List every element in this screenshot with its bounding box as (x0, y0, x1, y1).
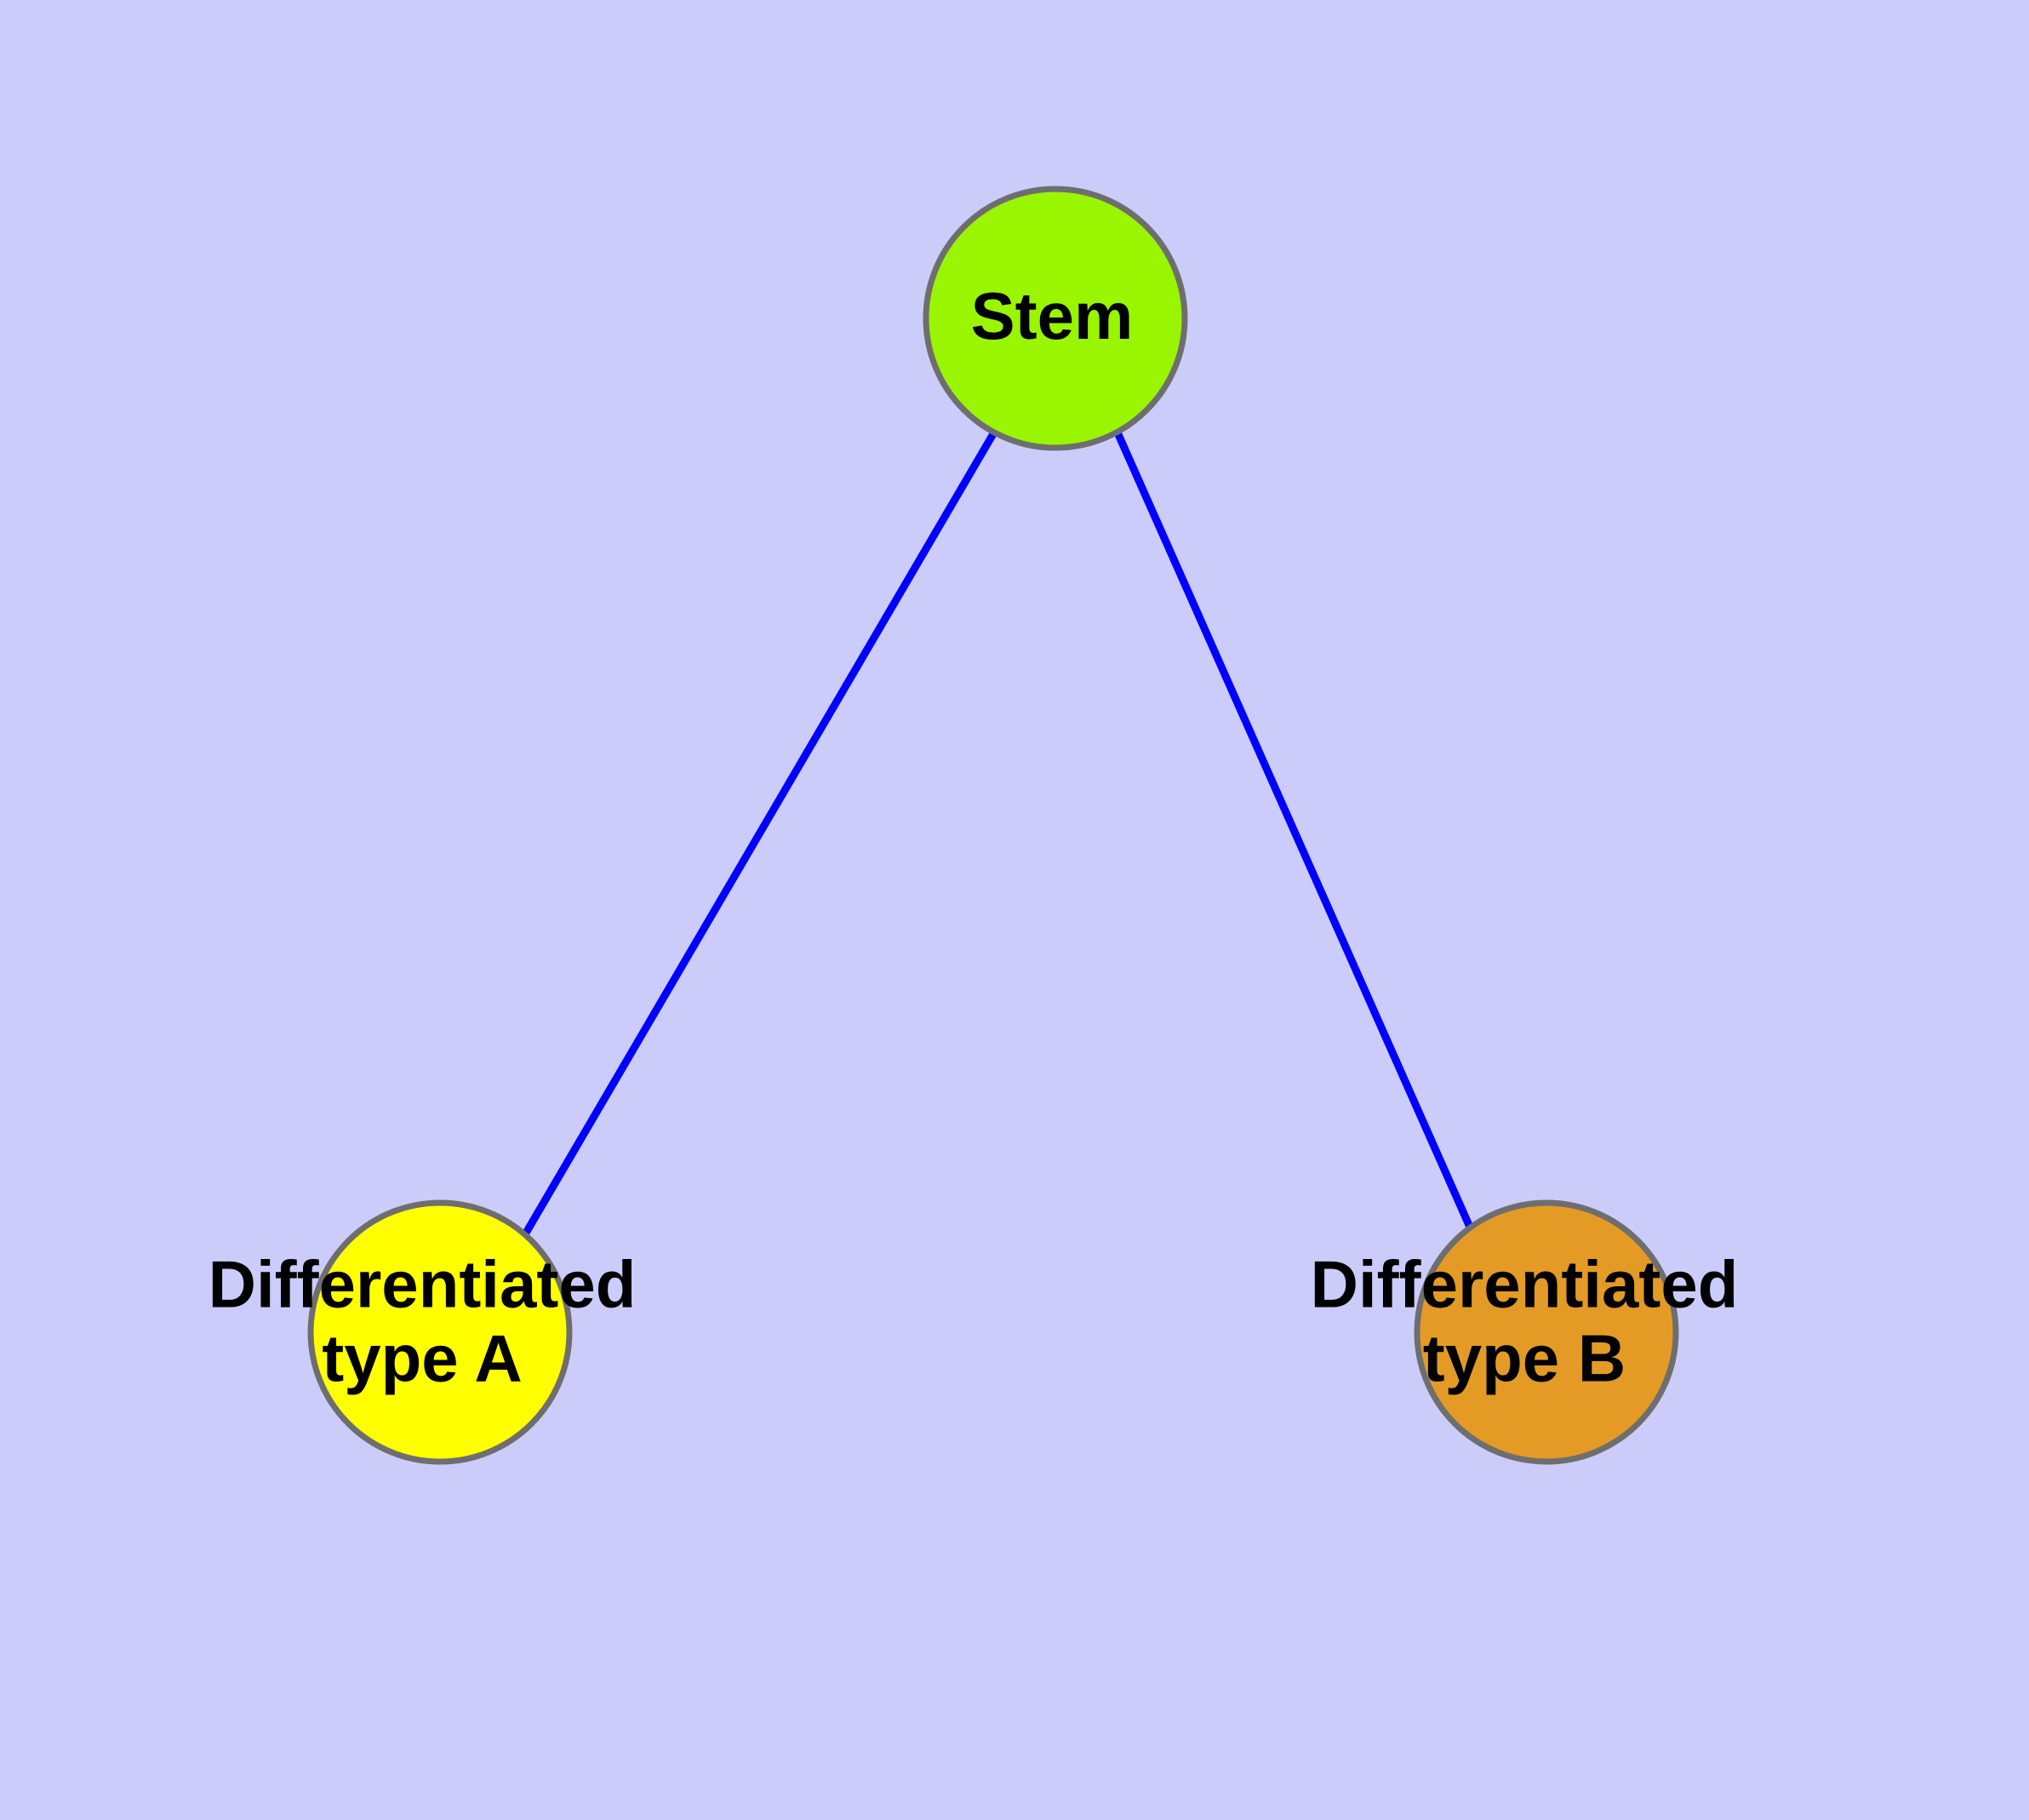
node-label-line: type A (322, 1320, 523, 1395)
graph-node-diff-a[interactable] (307, 1199, 573, 1465)
graph-edge (522, 430, 997, 1237)
graph-node-stem[interactable] (923, 186, 1188, 451)
edges-layer (522, 430, 1479, 1240)
graph-node-diff-b[interactable] (1414, 1199, 1679, 1465)
nodes-layer (307, 186, 1679, 1465)
graph-edge (1113, 431, 1479, 1240)
node-label-line: Differentiated (209, 1246, 637, 1321)
node-label-line: type B (1423, 1320, 1626, 1395)
node-label-line: Differentiated (1311, 1246, 1739, 1321)
node-label-line: Stem (971, 278, 1134, 353)
node-label-stem: Stem (971, 278, 1134, 353)
